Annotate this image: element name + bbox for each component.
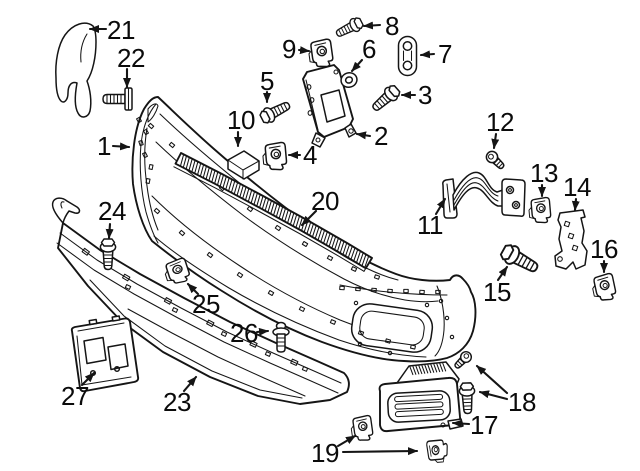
part-14-side-bracket [554, 209, 588, 270]
part-4-clip-nut [261, 141, 288, 172]
callout-26[interactable]: 26 [230, 318, 258, 348]
part-10-spacer-block [227, 150, 260, 180]
part-23-lower-valance [56, 222, 350, 405]
callout-11[interactable]: 11 [417, 210, 444, 240]
part-9-clip-nut [306, 37, 335, 70]
callout-2[interactable]: 2 [374, 121, 388, 151]
callout-8[interactable]: 8 [385, 11, 399, 41]
part-17-fog-lamp-cover [378, 361, 464, 433]
part-27-license-bracket [70, 315, 140, 393]
part-12-screw [483, 148, 508, 173]
callout-17[interactable]: 17 [470, 410, 498, 440]
callout-6[interactable]: 6 [362, 34, 376, 64]
callout-23[interactable]: 23 [163, 387, 191, 417]
callout-4[interactable]: 4 [303, 140, 317, 170]
callout-21[interactable]: 21 [107, 15, 135, 45]
callout-24[interactable]: 24 [98, 196, 126, 226]
part-8-bolt [333, 14, 366, 41]
callout-10[interactable]: 10 [227, 105, 255, 135]
callout-9[interactable]: 9 [282, 34, 296, 64]
callout-5[interactable]: 5 [260, 66, 274, 96]
part-13-clip-nut [527, 196, 552, 225]
part-23-end-hook [51, 197, 81, 224]
part-3-bolt [368, 82, 403, 116]
callout-15[interactable]: 15 [483, 277, 511, 307]
callout-7[interactable]: 7 [438, 39, 452, 69]
callout-27[interactable]: 27 [61, 381, 89, 411]
part-2-mount-bracket [302, 64, 357, 148]
leader-lines [80, 21, 608, 456]
callout-25[interactable]: 25 [192, 289, 220, 319]
callout-18[interactable]: 18 [508, 387, 536, 417]
callout-13[interactable]: 13 [530, 158, 558, 188]
part-7-spacer-plate [397, 35, 418, 77]
callout-16[interactable]: 16 [590, 234, 618, 264]
part-11-support-bracket [442, 171, 526, 219]
part-26-push-pin [272, 321, 290, 353]
callout-22[interactable]: 22 [117, 43, 145, 73]
callout-19[interactable]: 19 [311, 438, 339, 468]
bumper-clip-marks [135, 116, 455, 356]
fog-lamp-opening [350, 303, 434, 353]
part-5-screw [257, 97, 294, 127]
callout-20[interactable]: 20 [311, 186, 339, 216]
callout-3[interactable]: 3 [418, 80, 432, 110]
part-21-splash-shield [55, 22, 97, 118]
part-22-screw [102, 87, 133, 111]
callout-14[interactable]: 14 [563, 172, 591, 202]
part-16-clip-nut [589, 272, 618, 304]
callout-12[interactable]: 12 [486, 107, 514, 137]
part-19-clip-nut-b [425, 438, 450, 464]
callout-1[interactable]: 1 [97, 131, 111, 161]
